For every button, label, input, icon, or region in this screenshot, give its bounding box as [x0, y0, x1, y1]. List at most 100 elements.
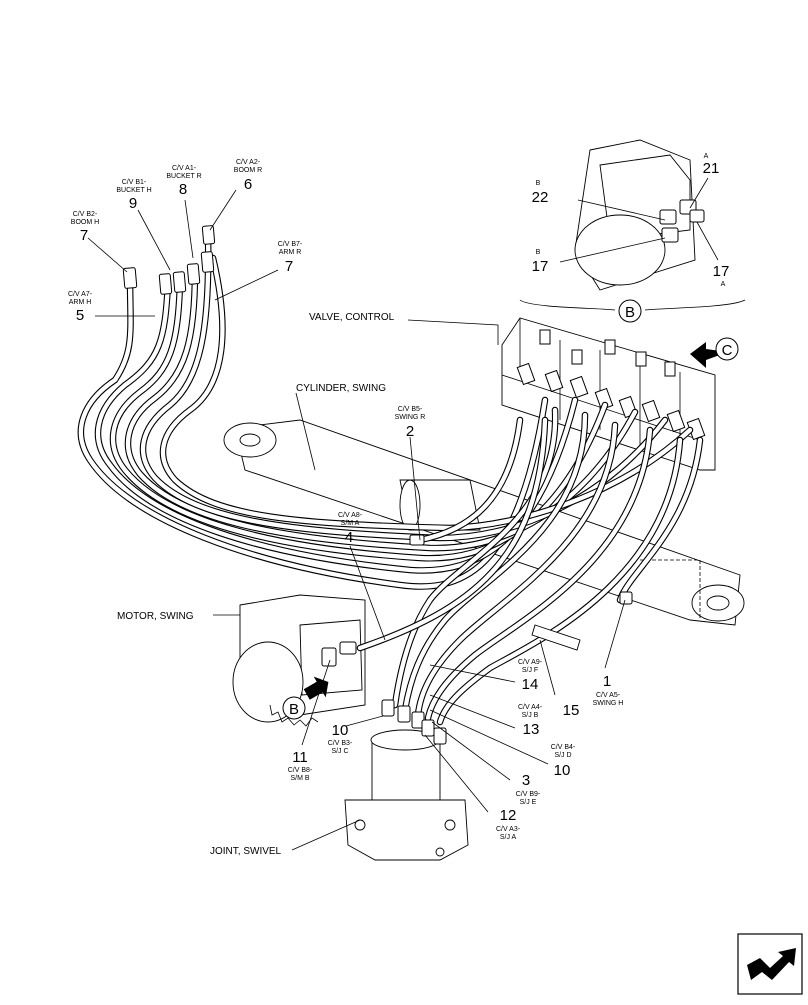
callout-21: A 21: [703, 153, 720, 177]
svg-text:S/M B: S/M B: [290, 775, 309, 782]
svg-text:C/V B4-: C/V B4-: [551, 744, 576, 751]
svg-text:9: 9: [129, 195, 137, 212]
svg-text:B: B: [536, 249, 541, 256]
svg-text:C/V B2-: C/V B2-: [73, 211, 98, 218]
svg-text:21: 21: [703, 160, 720, 177]
svg-text:SWING H: SWING H: [593, 700, 624, 707]
label-joint-swivel: JOINT, SWIVEL: [210, 846, 282, 857]
view-marker-b-top: B: [618, 299, 642, 323]
svg-text:1: 1: [603, 673, 611, 690]
svg-text:C/V B8-: C/V B8-: [288, 767, 313, 774]
svg-text:S/J B: S/J B: [522, 712, 539, 719]
leader-lines: [87, 177, 719, 851]
callout-4: C/V A8- S/M A 4: [338, 512, 363, 546]
svg-text:SWING R: SWING R: [395, 414, 426, 421]
svg-text:10: 10: [332, 722, 349, 739]
callout-5: C/V A7- ARM H 5: [68, 291, 93, 324]
svg-text:5: 5: [76, 307, 84, 324]
svg-text:8: 8: [179, 181, 187, 198]
svg-text:BOOM R: BOOM R: [234, 167, 262, 174]
svg-text:S/J E: S/J E: [520, 799, 537, 806]
svg-text:C/V A4-: C/V A4-: [518, 704, 543, 711]
svg-text:C/V B5-: C/V B5-: [398, 406, 423, 413]
hose-bundle-upper-left: [77, 231, 694, 590]
label-valve-control: VALVE, CONTROL: [309, 312, 395, 323]
svg-text:A: A: [721, 281, 726, 288]
hose-end-fittings: [122, 225, 216, 295]
svg-text:C/V B9-: C/V B9-: [516, 791, 541, 798]
svg-text:ARM H: ARM H: [69, 299, 92, 306]
hose-bundle-lower: [356, 406, 704, 726]
callout-12: 12 C/V A3- S/J A: [496, 807, 521, 841]
callout-2: C/V B5- SWING R 2: [395, 406, 426, 440]
svg-text:C/V A5-: C/V A5-: [596, 692, 621, 699]
svg-text:C/V A9-: C/V A9-: [518, 659, 543, 666]
svg-text:B: B: [625, 304, 635, 321]
svg-text:C/V A1-: C/V A1-: [172, 165, 197, 172]
callout-10-sj-d: C/V B4- S/J D 10: [551, 744, 576, 779]
callout-13: C/V A4- S/J B 13: [518, 704, 543, 738]
svg-text:S/J F: S/J F: [522, 667, 538, 674]
svg-text:C/V B1-: C/V B1-: [122, 179, 147, 186]
label-cylinder-swing: CYLINDER, SWING: [296, 383, 386, 394]
svg-text:B: B: [536, 180, 541, 187]
svg-text:11: 11: [292, 749, 308, 766]
svg-text:17: 17: [532, 258, 549, 275]
lower-fittings: [321, 534, 633, 745]
svg-text:7: 7: [285, 258, 293, 275]
svg-text:C/V A3-: C/V A3-: [496, 826, 521, 833]
svg-text:BUCKET H: BUCKET H: [116, 187, 151, 194]
callout-3: 3 C/V B9- S/J E: [516, 772, 541, 806]
callout-11: 11 C/V B8- S/M B: [288, 749, 313, 782]
callout-22: B 22: [532, 180, 549, 206]
svg-text:14: 14: [522, 676, 539, 693]
view-marker-b-motor: B: [282, 676, 329, 720]
swivel-joint: [344, 729, 469, 861]
callout-14: C/V A9- S/J F 14: [518, 659, 543, 693]
callout-10-sj-c: 10 C/V B3- S/J C: [328, 722, 353, 755]
svg-text:12: 12: [500, 807, 517, 824]
callout-6: C/V A2- BOOM R 6: [234, 159, 262, 193]
callout-1: 1 C/V A5- SWING H: [593, 673, 624, 707]
svg-text:B: B: [289, 701, 299, 718]
callout-8: C/V A1- BUCKET R 8: [166, 165, 201, 198]
svg-text:2: 2: [406, 423, 414, 440]
svg-text:C/V A8-: C/V A8-: [338, 512, 363, 519]
svg-text:15: 15: [563, 702, 580, 719]
callout-7-arm-r: C/V B7- ARM R 7: [278, 241, 303, 275]
svg-text:22: 22: [532, 189, 549, 206]
svg-text:6: 6: [244, 176, 252, 193]
svg-text:A: A: [704, 153, 709, 160]
svg-text:C/V A7-: C/V A7-: [68, 291, 93, 298]
svg-text:C: C: [722, 342, 733, 359]
callout-7-boom-h: C/V B2- BOOM H 7: [71, 211, 99, 244]
svg-text:S/J A: S/J A: [500, 834, 517, 841]
svg-text:C/V A2-: C/V A2-: [236, 159, 261, 166]
svg-text:13: 13: [523, 721, 540, 738]
svg-text:C/V B3-: C/V B3-: [328, 740, 353, 747]
svg-text:BOOM H: BOOM H: [71, 219, 99, 226]
view-marker-c: C: [690, 337, 739, 368]
svg-text:S/M A: S/M A: [341, 520, 360, 527]
svg-text:3: 3: [522, 772, 530, 789]
swing-motor: [232, 594, 366, 727]
next-page-arrow-icon[interactable]: [737, 933, 803, 995]
svg-text:S/J D: S/J D: [554, 752, 571, 759]
svg-text:4: 4: [345, 529, 353, 546]
detail-view-b: [519, 139, 746, 311]
svg-text:S/J C: S/J C: [331, 748, 348, 755]
control-valve: [501, 317, 716, 471]
svg-text:C/V B7-: C/V B7-: [278, 241, 303, 248]
callout-17-b: B 17: [532, 249, 549, 275]
svg-text:17: 17: [713, 263, 730, 280]
svg-text:10: 10: [554, 762, 571, 779]
callout-9: C/V B1- BUCKET H 9: [116, 179, 151, 212]
callout-17-a: 17 A: [713, 263, 730, 288]
svg-text:7: 7: [80, 227, 88, 244]
callout-15: 15: [563, 702, 580, 719]
label-motor-swing: MOTOR, SWING: [117, 611, 194, 622]
svg-text:BUCKET R: BUCKET R: [166, 173, 201, 180]
svg-text:ARM R: ARM R: [279, 249, 302, 256]
